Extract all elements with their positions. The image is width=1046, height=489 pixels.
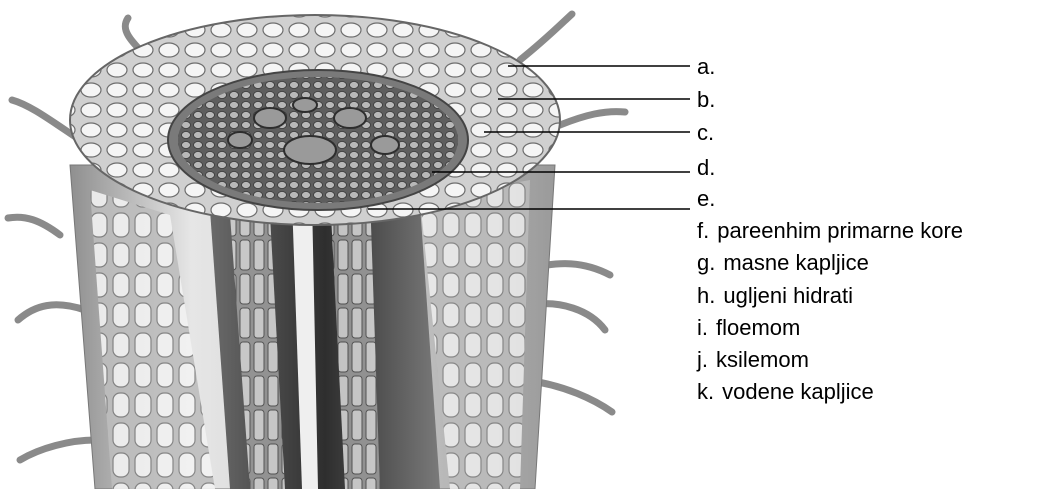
label-h: h.ugljeni hidrati [697, 285, 853, 307]
label-i: i.floemom [697, 317, 800, 339]
label-f: f.pareenhim primarne kore [697, 220, 963, 242]
label-a: a. [697, 56, 715, 78]
label-e: e. [697, 188, 715, 210]
label-c: c. [697, 122, 714, 144]
label-j: j.ksilemom [697, 349, 809, 371]
label-d: d. [697, 157, 715, 179]
label-b: b. [697, 89, 715, 111]
label-k: k.vodene kapljice [697, 381, 874, 403]
label-g: g.masne kapljice [697, 252, 869, 274]
